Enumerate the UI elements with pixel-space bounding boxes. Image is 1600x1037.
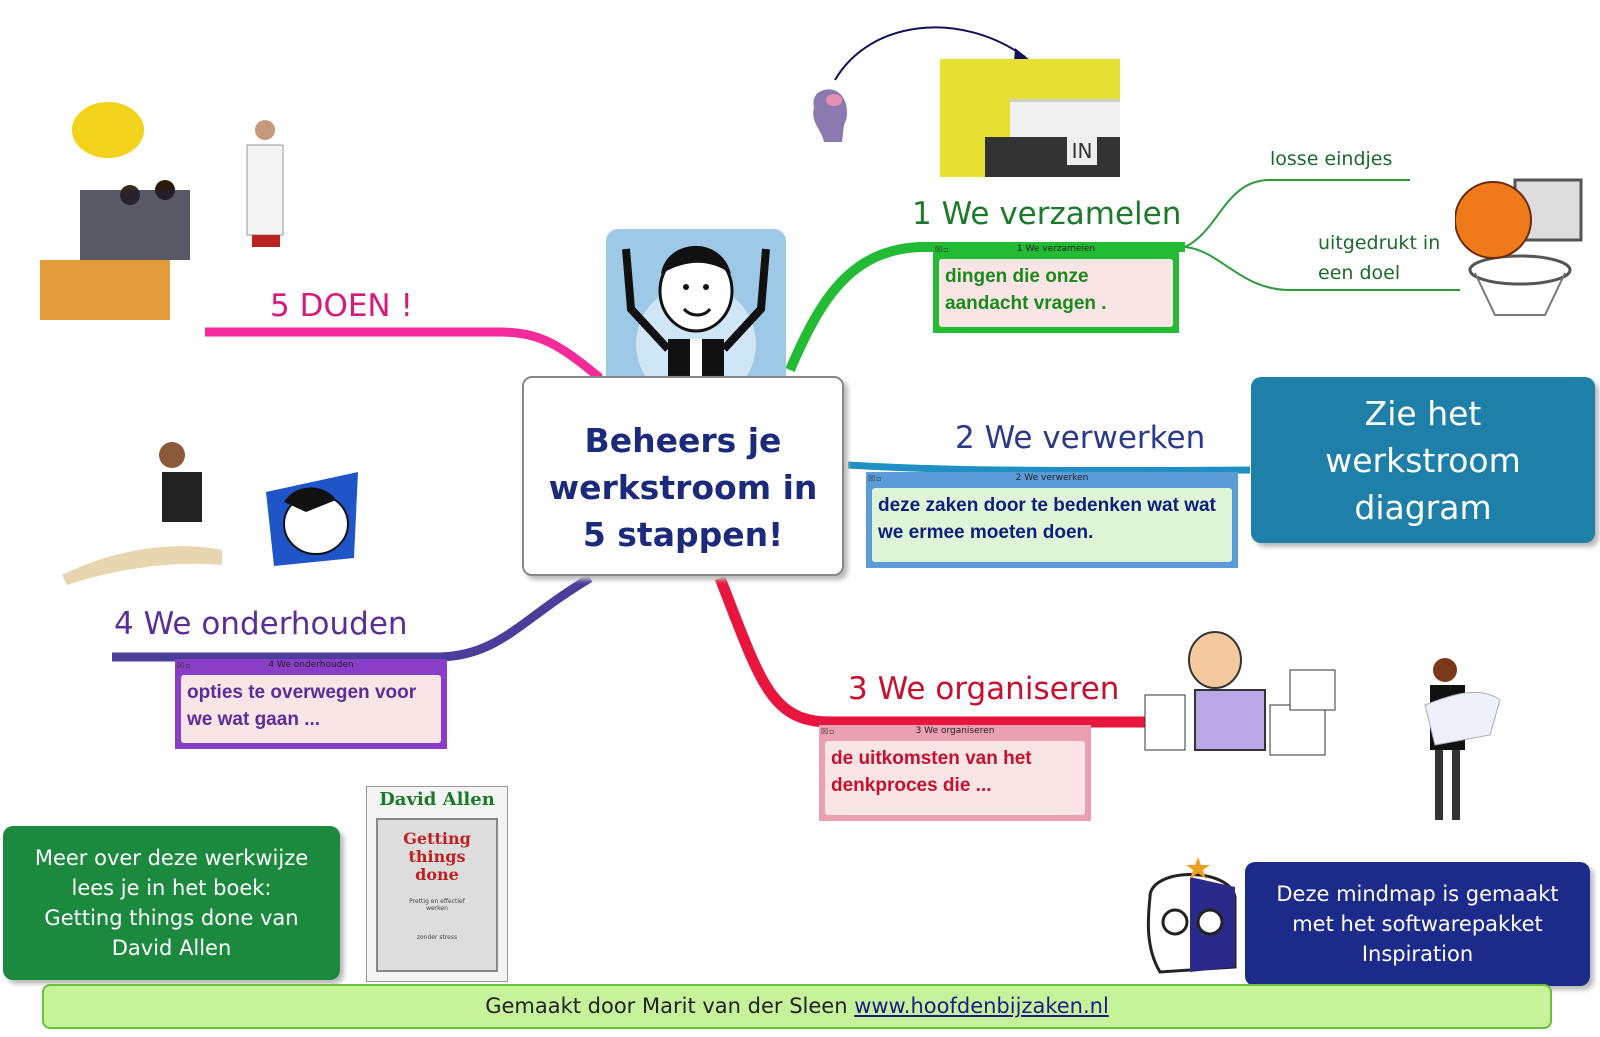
branch-label-5[interactable]: 5 DOEN !	[270, 288, 413, 324]
leaf-uitgedrukt[interactable]: uitgedrukt in een doel	[1318, 232, 1441, 284]
basketball-hoop-icon	[1454, 175, 1585, 323]
branch-line-4	[112, 574, 593, 662]
flow-arrow	[834, 26, 1026, 81]
note-2-titlebar: 2 We verwerken	[1015, 473, 1089, 483]
note-2-close-icon[interactable]: ☒▫	[868, 474, 883, 483]
inbox-tray-photo: IN	[940, 59, 1120, 177]
software-callout: Deze mindmap is gemaakt met het software…	[1245, 862, 1590, 986]
note-3-titlebar: 3 We organiseren	[915, 726, 995, 736]
note-3-close-icon[interactable]: ☒▫	[821, 727, 836, 736]
book-author: David Allen	[379, 789, 495, 810]
note-4-text: opties te overwegen voor we wat gaan ...	[181, 675, 441, 743]
branch-line-2	[847, 461, 1251, 475]
inbox-label: IN	[1067, 137, 1097, 165]
note-4-titlebar: 4 We onderhouden	[268, 660, 354, 670]
book-tray-stack: Getting things done Prettig en effectief…	[376, 818, 498, 972]
software-text: Deze mindmap is gemaakt met het software…	[1276, 882, 1559, 966]
book-info-text: Meer over deze werkwijze lees je in het …	[34, 846, 309, 960]
branch-label-4[interactable]: 4 We onderhouden	[114, 606, 408, 642]
leaf-line-1	[1184, 179, 1410, 248]
note-1-close-icon[interactable]: ☒▫	[935, 245, 950, 254]
flow-arrow-head	[1014, 48, 1030, 62]
organizing-man-clipart	[1140, 630, 1340, 790]
cartoon-face-icon	[266, 472, 362, 566]
note-4[interactable]: 4 We onderhouden ☒▫ opties te overwegen …	[175, 659, 447, 749]
book-line1: Prettig en effectief	[409, 898, 465, 905]
diagram-link-callout[interactable]: Zie het werkstroom diagram	[1251, 377, 1595, 543]
note-1[interactable]: 1 We verzamelen ☒▫ dingen die onze aanda…	[933, 243, 1179, 333]
center-illustration	[606, 229, 786, 404]
inspiration-logo-icon	[1140, 857, 1246, 979]
branch-label-3[interactable]: 3 We organiseren	[848, 671, 1120, 707]
branch-label-2[interactable]: 2 We verwerken	[955, 420, 1206, 456]
note-1-text: dingen die onze aandacht vragen .	[939, 259, 1173, 327]
footer-website-link[interactable]: www.hoofdenbijzaken.nl	[854, 994, 1109, 1018]
businesswoman-photo	[1410, 655, 1510, 830]
footer-bar: Gemaakt door Marit van der Sleen www.hoo…	[42, 984, 1552, 1029]
head-brain-icon	[804, 80, 850, 146]
note-1-titlebar: 1 We verzamelen	[1016, 244, 1096, 254]
book-cover-image[interactable]: David Allen Getting things done Prettig …	[366, 786, 508, 982]
construction-team-photo	[40, 100, 300, 350]
note-3-text: de uitkomsten van het denkproces die ...	[825, 741, 1085, 815]
note-2[interactable]: 2 We verwerken ☒▫ deze zaken door te bed…	[866, 472, 1238, 568]
book-line2: werken	[426, 905, 448, 912]
branch-line-3	[714, 575, 1150, 728]
branch-line-1	[785, 242, 1185, 372]
footer-credit: Gemaakt door Marit van der Sleen	[485, 994, 855, 1018]
leaf-line-2	[1184, 246, 1460, 291]
leaf-losse-eindjes[interactable]: losse eindjes	[1270, 148, 1393, 170]
note-2-text: deze zaken door te bedenken wat wat we e…	[872, 488, 1232, 562]
book-line3: zonder stress	[416, 934, 458, 941]
note-3[interactable]: 3 We organiseren ☒▫ de uitkomsten van he…	[819, 725, 1091, 821]
central-topic-title: Beheers je werkstroom in 5 stappen!	[548, 420, 818, 554]
book-title: Getting things done	[403, 829, 471, 884]
branch-line-5	[205, 327, 603, 382]
book-info-callout: Meer over deze werkwijze lees je in het …	[3, 826, 340, 980]
central-topic[interactable]: Beheers je werkstroom in 5 stappen!	[522, 376, 844, 576]
diagram-link-text: Zie het werkstroom diagram	[1325, 393, 1521, 527]
thinking-woman-photo	[52, 440, 242, 590]
branch-label-1[interactable]: 1 We verzamelen	[912, 196, 1182, 232]
note-4-close-icon[interactable]: ☒▫	[177, 661, 192, 670]
